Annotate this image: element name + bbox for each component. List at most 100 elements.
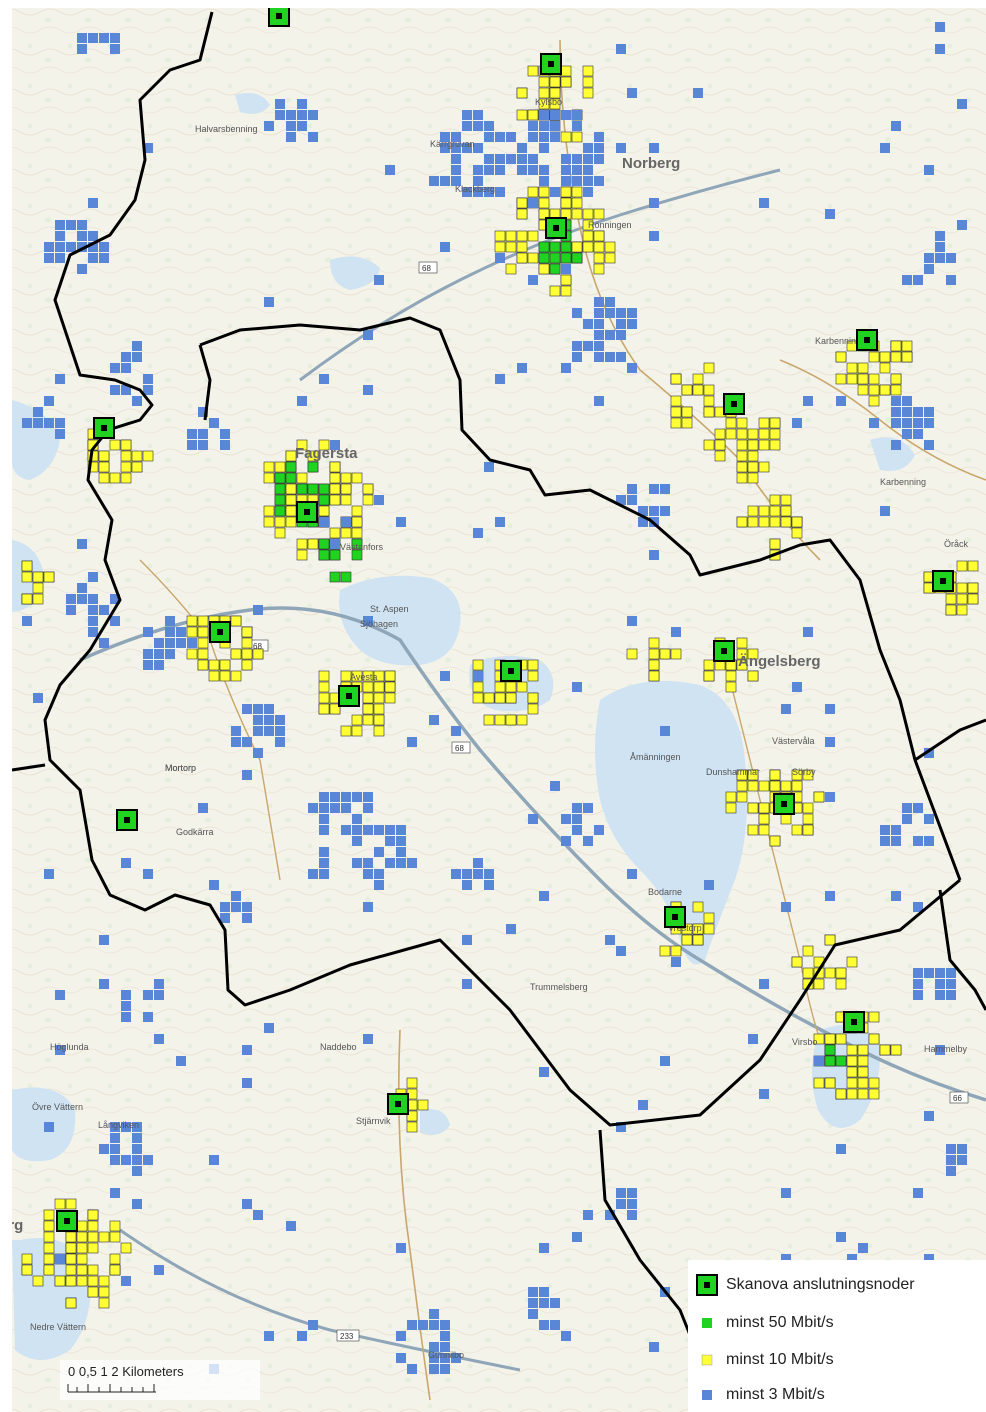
- coverage-square: [341, 803, 351, 813]
- coverage-square: [87, 1264, 99, 1276]
- coverage-square: [132, 1155, 142, 1165]
- coverage-square: [131, 461, 143, 473]
- coverage-square: [857, 1055, 869, 1067]
- coverage-square: [891, 407, 901, 417]
- coverage-square: [913, 902, 923, 912]
- coverage-square: [352, 792, 362, 802]
- coverage-square: [582, 87, 594, 99]
- coverage-square: [362, 670, 374, 682]
- coverage-square: [582, 219, 594, 231]
- coverage-square: [484, 187, 494, 197]
- coverage-square: [65, 1297, 77, 1309]
- coverage-square: [220, 440, 230, 450]
- coverage-square: [935, 1045, 945, 1055]
- coverage-square: [802, 945, 814, 957]
- coverage-square: [307, 450, 319, 462]
- coverage-square: [528, 154, 538, 164]
- coverage-square: [275, 715, 285, 725]
- coverage-square: [121, 1276, 131, 1286]
- coverage-square: [132, 341, 142, 351]
- coverage-square: [659, 945, 671, 957]
- coverage-square: [406, 1077, 418, 1089]
- coverage-square: [616, 352, 626, 362]
- coverage-square: [846, 1066, 858, 1078]
- coverage-square: [384, 670, 396, 682]
- coverage-square: [263, 505, 275, 517]
- coverage-square: [593, 263, 605, 275]
- coverage-square: [230, 648, 242, 660]
- coverage-square: [362, 681, 374, 693]
- lake-amanningen: [595, 680, 748, 965]
- coverage-square: [318, 439, 330, 451]
- coverage-square: [538, 87, 550, 99]
- coverage-square: [76, 1220, 88, 1232]
- coverage-square: [351, 472, 363, 484]
- coverage-square: [495, 165, 505, 175]
- coverage-square: [594, 396, 604, 406]
- coverage-square: [340, 472, 352, 484]
- coverage-square: [660, 484, 670, 494]
- coverage-square: [890, 1044, 902, 1056]
- coverage-square: [341, 792, 351, 802]
- coverage-square: [572, 682, 582, 692]
- coverage-square: [627, 484, 637, 494]
- coverage-square: [264, 1023, 274, 1033]
- coverage-square: [329, 472, 341, 484]
- coverage-square: [891, 121, 901, 131]
- coverage-square: [165, 649, 175, 659]
- coverage-square: [550, 1298, 560, 1308]
- coverage-square: [484, 132, 494, 142]
- coverage-square: [769, 417, 781, 429]
- coverage-square: [484, 165, 494, 175]
- legend-item-nodes: Skanova anslutningsnoder: [688, 1274, 915, 1296]
- coverage-square: [154, 1265, 164, 1275]
- coverage-square: [846, 956, 858, 968]
- coverage-square: [725, 428, 737, 440]
- coverage-square: [329, 494, 341, 506]
- coverage-square: [362, 494, 374, 506]
- coverage-square: [703, 395, 715, 407]
- coverage-square: [857, 362, 869, 374]
- coverage-square: [110, 1122, 120, 1132]
- legend-label-nodes: Skanova anslutningsnoder: [726, 1276, 915, 1293]
- coverage-square: [65, 1198, 77, 1210]
- coverage-square: [648, 659, 660, 671]
- coverage-square: [274, 516, 286, 528]
- coverage-square: [593, 208, 605, 220]
- place-label: Gunnilbo: [428, 1350, 464, 1360]
- coverage-square: [230, 670, 242, 682]
- coverage-square: [21, 1264, 33, 1276]
- coverage-square: [109, 1264, 121, 1276]
- coverage-square: [616, 1122, 626, 1132]
- coverage-layer: [21, 22, 979, 1374]
- coverage-square: [561, 1331, 571, 1341]
- coverage-square: [583, 1210, 593, 1220]
- coverage-square: [561, 154, 571, 164]
- coverage-square: [110, 1133, 120, 1143]
- coverage-square: [561, 264, 571, 274]
- coverage-square: [539, 110, 549, 120]
- coverage-square: [209, 418, 219, 428]
- coverage-square: [385, 825, 395, 835]
- coverage-square: [363, 616, 373, 626]
- coverage-square: [836, 1232, 846, 1242]
- place-label: Kärrgruvan: [430, 139, 475, 149]
- coverage-square: [582, 241, 594, 253]
- coverage-square: [704, 880, 714, 890]
- coverage-square: [43, 1242, 55, 1254]
- coverage-square: [902, 429, 912, 439]
- coverage-square: [736, 461, 748, 473]
- coverage-square: [791, 769, 803, 781]
- coverage-square: [517, 165, 527, 175]
- coverage-square: [846, 373, 858, 385]
- coverage-square: [736, 472, 748, 484]
- coverage-square: [297, 396, 307, 406]
- coverage-square: [857, 1044, 869, 1056]
- skanova-node: [56, 1210, 78, 1232]
- coverage-square: [110, 363, 120, 373]
- coverage-square: [890, 351, 902, 363]
- coverage-square: [692, 373, 704, 385]
- coverage-square: [121, 858, 131, 868]
- coverage-square: [440, 1320, 450, 1330]
